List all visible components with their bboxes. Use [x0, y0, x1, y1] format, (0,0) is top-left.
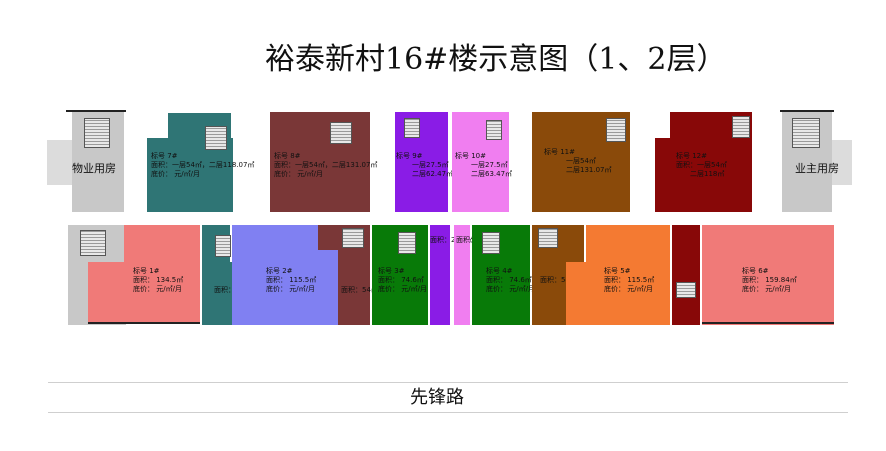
road-label: 先锋路 [410, 387, 464, 408]
unit-12-lower[interactable] [672, 225, 700, 325]
wall-accent [88, 322, 200, 324]
unit-9-lower[interactable] [430, 225, 450, 325]
unit-7-number: 标号 7# [151, 152, 178, 160]
unit-10-lower[interactable] [454, 225, 470, 325]
unit-2-block[interactable] [232, 225, 318, 325]
unit-9-l2-area: 二层62.47㎡ [412, 170, 454, 178]
property-room-extension [47, 140, 72, 185]
unit-6-number: 标号 6# [742, 267, 769, 275]
unit-1-number: 标号 1# [133, 267, 160, 275]
unit-9-l1-area: 一层27.5㎡ [412, 161, 449, 169]
unit-9-lower-area: 面积：27.5㎡ [430, 236, 474, 244]
stair-right-top [792, 118, 820, 148]
unit-5-number: 标号 5# [604, 267, 631, 275]
stair-12 [732, 116, 750, 138]
unit-7-block[interactable] [147, 138, 233, 212]
wall-accent [702, 322, 834, 324]
unit-11-l1-area: 一层54㎡ [566, 157, 596, 165]
unit-6-block[interactable] [702, 225, 834, 325]
unit-1-block[interactable] [88, 262, 200, 324]
road-line-bottom [48, 412, 848, 413]
property-room-label: 物业用房 [72, 162, 116, 175]
stair-10 [486, 120, 502, 140]
unit-11-number: 标号 11# [544, 148, 575, 156]
unit-12-number: 标号 12# [676, 152, 707, 160]
unit-3-number: 标号 3# [378, 267, 405, 275]
unit-4-price: 底价： 元/㎡/月 [486, 285, 535, 293]
page-title: 裕泰新村16#楼示意图（1、2层） [265, 42, 727, 77]
unit-maroon-area: 面积：54㎡ [341, 286, 378, 294]
unit-4-area: 面积： 74.6㎡ [486, 276, 532, 284]
unit-11-l2-area: 二层131.07㎡ [566, 166, 612, 174]
unit-2-ext [318, 248, 338, 325]
unit-12-area: 面积：一层54㎡ [676, 161, 727, 169]
unit-5-price: 底价： 元/㎡/月 [604, 285, 653, 293]
stair-12-bottom [676, 282, 696, 298]
stair-11 [606, 118, 626, 142]
unit-2-number: 标号 2# [266, 267, 293, 275]
unit-6-area: 面积： 159.84㎡ [742, 276, 797, 284]
stair-8 [330, 122, 352, 144]
unit-12-left [655, 138, 675, 212]
road-line-top [48, 382, 848, 383]
unit-10-l2-area: 二层63.47㎡ [471, 170, 513, 178]
unit-1-price: 底价： 元/㎡/月 [133, 285, 182, 293]
unit-9-number: 标号 9# [396, 152, 423, 160]
unit-8-area: 面积：一层54㎡，二层131.07㎡ [274, 161, 378, 169]
unit-7-area: 面积：一层54㎡，二层118.07㎡ [151, 161, 255, 169]
stair-7 [205, 126, 227, 150]
unit-12-l2-area: 二层118㎡ [690, 170, 725, 178]
unit-brown-lower-area: 面积：54㎡ [540, 276, 577, 284]
unit-1-area: 面积： 134.5㎡ [133, 276, 184, 284]
unit-8-price: 底价： 元/㎡/月 [274, 170, 323, 178]
stair-left-top [84, 118, 110, 148]
unit-5-block[interactable] [586, 225, 670, 325]
stair-3 [398, 232, 416, 254]
unit-8-number: 标号 8# [274, 152, 301, 160]
unit-8-block[interactable] [270, 112, 370, 212]
unit-1-top [124, 225, 200, 265]
wall-accent [66, 110, 126, 112]
unit-3-area: 面积： 74.6㎡ [378, 276, 424, 284]
unit-4-block[interactable] [472, 225, 530, 325]
stair-brown-bottom [538, 228, 558, 248]
unit-10-number: 标号 10# [455, 152, 486, 160]
owner-room-label: 业主用房 [795, 162, 839, 175]
owner-room-extension [832, 140, 852, 185]
unit-5-left [566, 262, 588, 325]
unit-10-l1-area: 一层27.5㎡ [471, 161, 508, 169]
unit-2-price: 底价： 元/㎡/月 [266, 285, 315, 293]
unit-teal-area: 面积： [214, 286, 235, 294]
stair-left-bottom [80, 230, 106, 256]
wall-accent [780, 110, 834, 112]
unit-4-number: 标号 4# [486, 267, 513, 275]
unit-5-area: 面积： 115.5㎡ [604, 276, 655, 284]
stair-9 [404, 118, 420, 138]
unit-9-block[interactable] [395, 112, 448, 212]
unit-2-area: 面积： 115.5㎡ [266, 276, 317, 284]
unit-6-price: 底价： 元/㎡/月 [742, 285, 791, 293]
stair-maroon-bottom [342, 228, 364, 248]
stair-4 [482, 232, 500, 254]
unit-7-price: 底价： 元/㎡/月 [151, 170, 200, 178]
stair-teal-bottom [215, 235, 231, 257]
unit-3-price: 底价： 元/㎡/月 [378, 285, 427, 293]
unit-maroon-body [338, 248, 370, 325]
